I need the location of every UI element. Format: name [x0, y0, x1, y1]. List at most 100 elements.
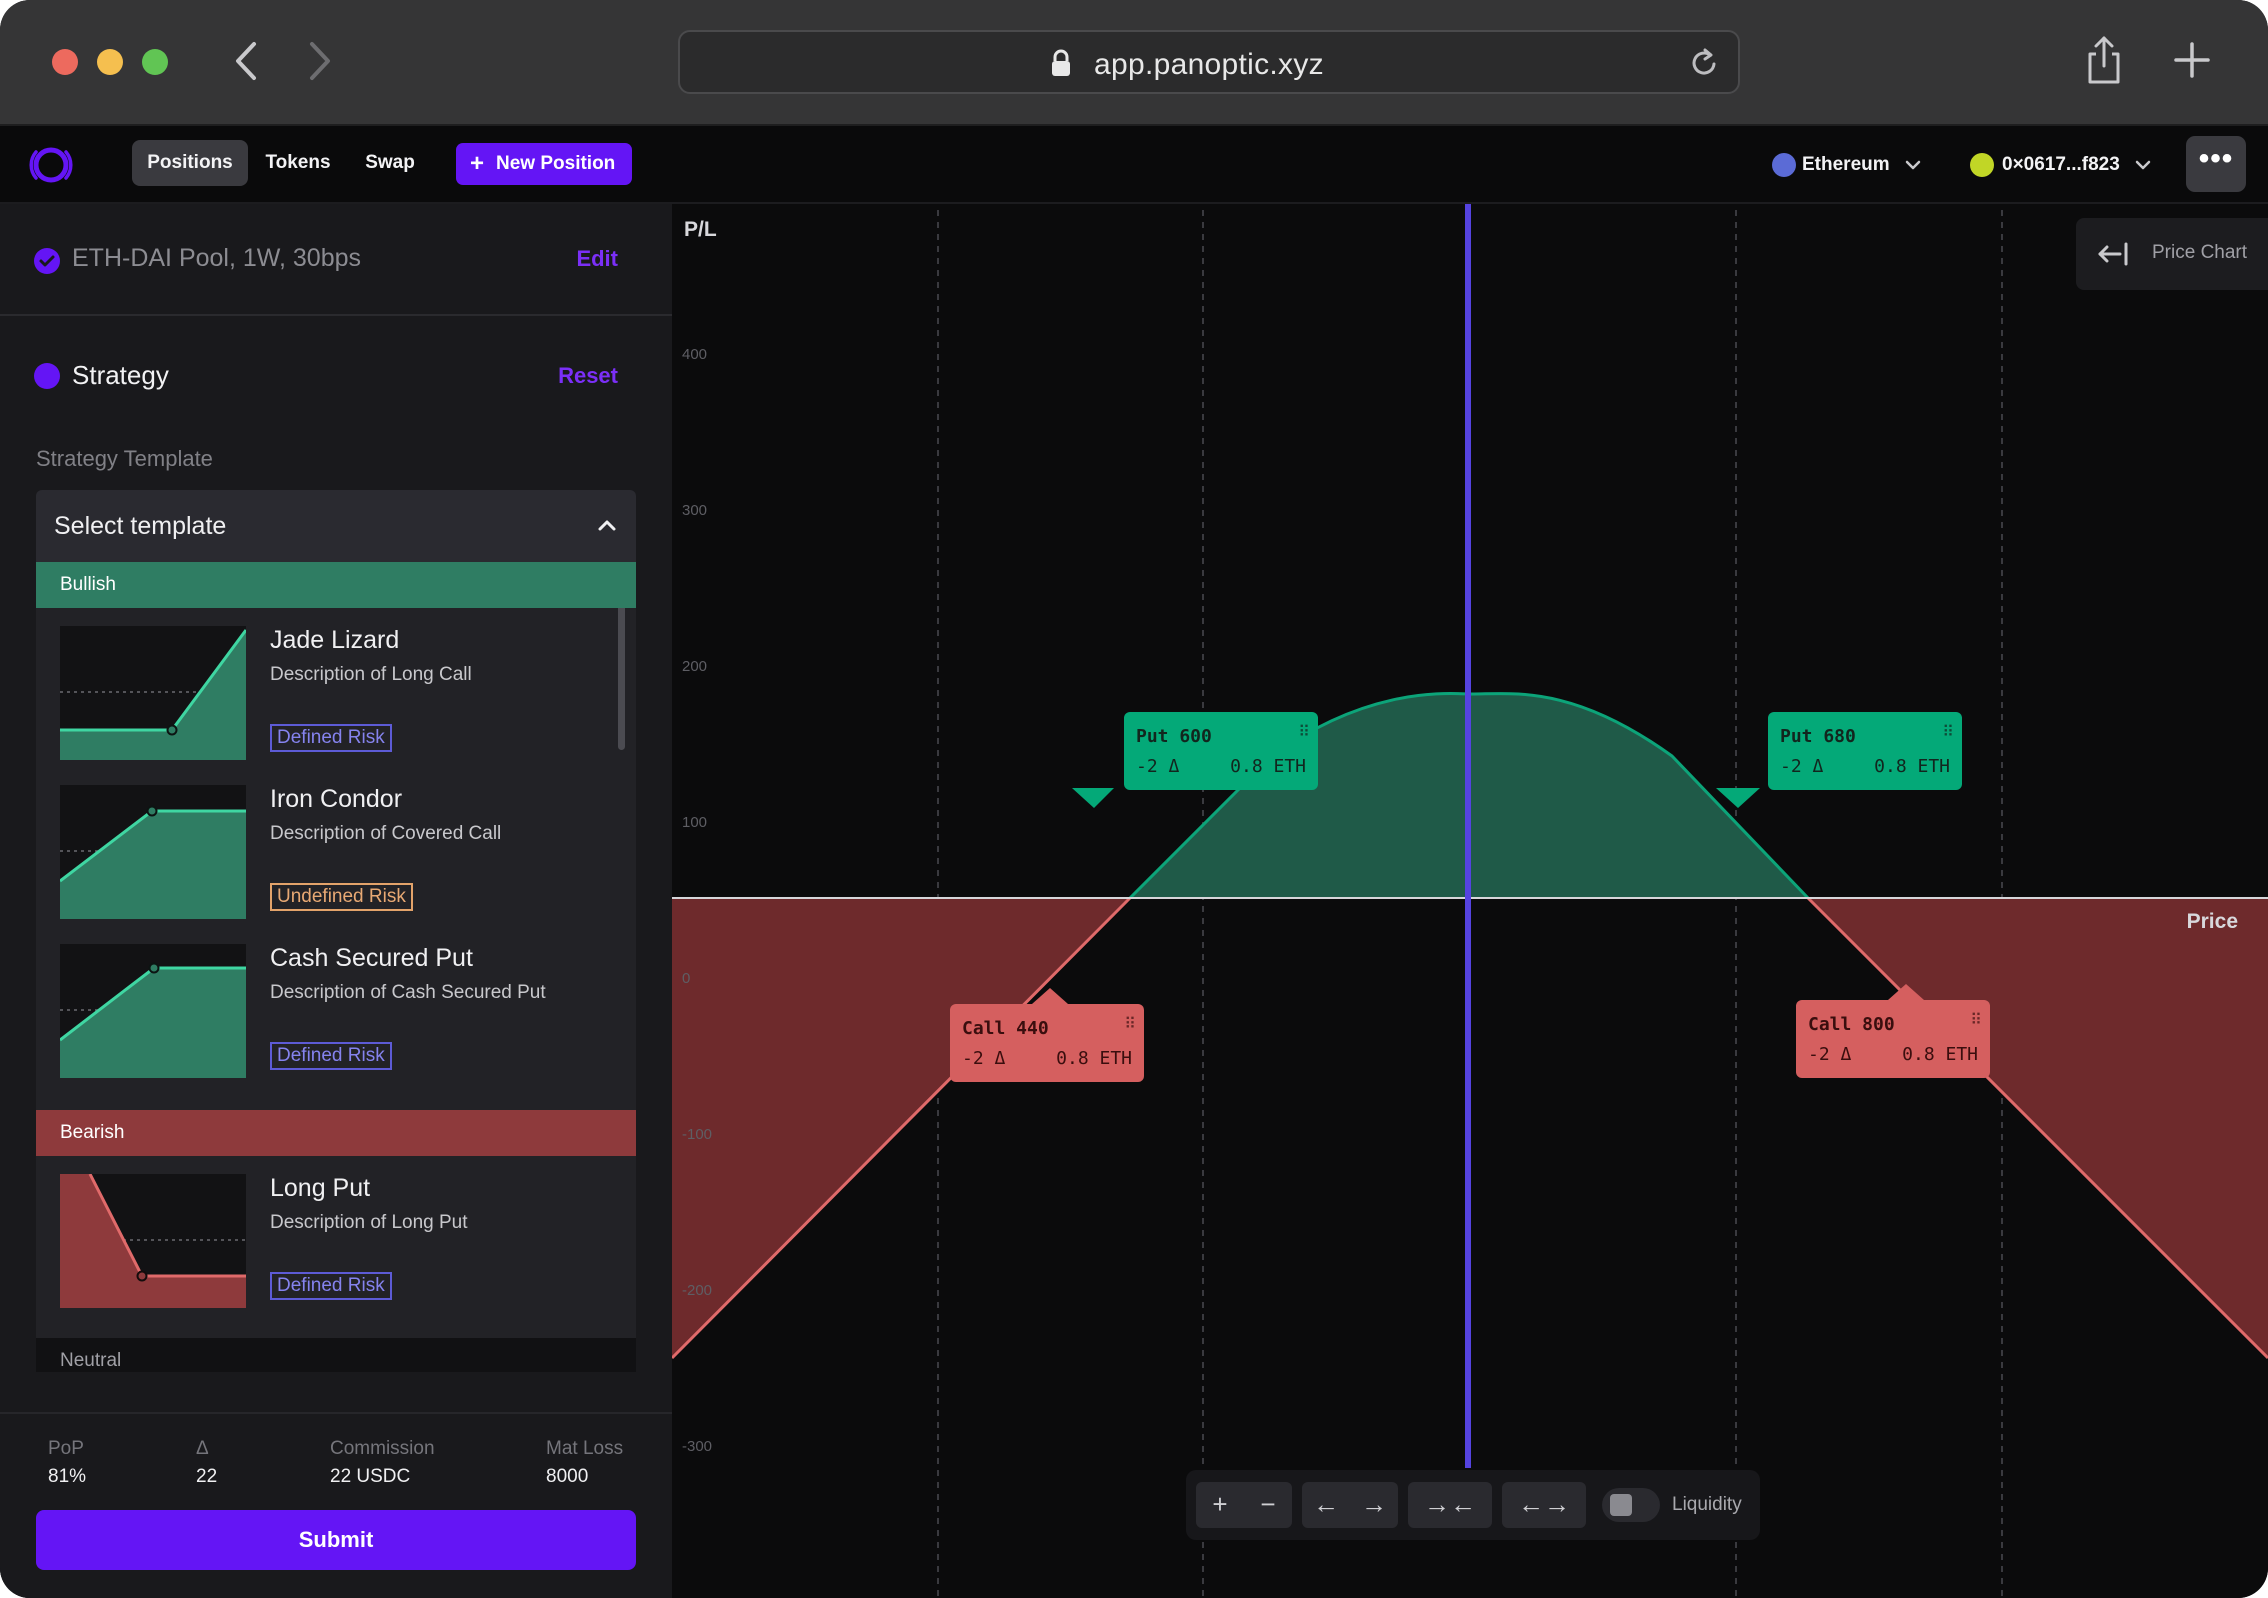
check-icon — [34, 248, 60, 274]
leg-card-call-800[interactable]: Call 800 ⠿ -2 Δ 0.8 ETH — [1796, 1000, 1990, 1078]
wallet-avatar — [1970, 153, 1994, 177]
submit-button[interactable]: Submit — [36, 1510, 636, 1570]
template-item-jade-lizard[interactable]: Jade Lizard Description of Long Call Def… — [36, 618, 636, 760]
drag-handle-icon[interactable]: ⠿ — [1124, 1014, 1136, 1033]
template-title: Cash Secured Put — [270, 944, 473, 972]
y-axis-label: P/L — [684, 218, 717, 241]
leg-card-put-680[interactable]: Put 680 ⠿ -2 Δ 0.8 ETH — [1768, 712, 1962, 790]
template-item-cash-secured-put[interactable]: Cash Secured Put Description of Cash Sec… — [36, 936, 636, 1078]
wallet-selector[interactable]: 0×0617...f823 — [1970, 150, 2151, 180]
leg-pointer — [1072, 788, 1114, 808]
template-description: Description of Long Put — [270, 1212, 468, 1233]
leg-pointer — [1716, 788, 1760, 808]
pan-buttons-group: ← → — [1302, 1482, 1398, 1528]
pan-right-button[interactable]: → — [1361, 1489, 1387, 1519]
leg-card-put-600[interactable]: Put 600 ⠿ -2 Δ 0.8 ETH — [1124, 712, 1318, 790]
leg-pointer — [1032, 988, 1068, 1004]
jade-lizard-payoff-thumbnail — [60, 626, 246, 760]
payoff-line-loss-left — [672, 896, 1132, 1360]
chevron-left-icon[interactable] — [228, 36, 268, 86]
leg-size: 0.8 ETH — [1874, 756, 1950, 777]
y-tick-label: -300 — [682, 1438, 713, 1455]
leg-delta: -2 Δ — [1136, 756, 1180, 777]
pool-name: ETH-DAI Pool, 1W, 30bps — [72, 244, 362, 272]
stat-pop-value: 81% — [48, 1466, 87, 1487]
network-selector[interactable]: Ethereum — [1772, 150, 1921, 180]
pan-left-button[interactable]: ← — [1313, 1489, 1339, 1519]
strategy-step-icon — [34, 363, 60, 389]
y-tick-label: 100 — [682, 814, 708, 831]
leg-size: 0.8 ETH — [1902, 1044, 1978, 1065]
zoom-in-button[interactable]: + — [1212, 1489, 1228, 1519]
leg-size: 0.8 ETH — [1230, 756, 1306, 777]
y-tick-label: -100 — [682, 1126, 713, 1143]
template-title: Long Put — [270, 1174, 371, 1202]
chevron-down-icon — [2135, 160, 2151, 170]
stat-delta-label: Δ — [196, 1438, 209, 1459]
reload-icon[interactable] — [1688, 46, 1720, 80]
leg-card-call-440[interactable]: Call 440 ⠿ -2 Δ 0.8 ETH — [950, 1004, 1144, 1082]
risk-badge: Defined Risk — [270, 724, 392, 752]
template-item-iron-condor[interactable]: Iron Condor Description of Covered Call … — [36, 777, 636, 919]
minimize-window-button[interactable] — [97, 49, 123, 75]
tab-swap[interactable]: Swap — [365, 152, 415, 173]
payoff-chart-svg — [672, 204, 2268, 1598]
panoptic-logo-icon[interactable] — [28, 144, 74, 186]
drag-handle-icon[interactable]: ⠿ — [1298, 722, 1310, 741]
share-icon[interactable] — [2084, 34, 2124, 86]
new-position-button[interactable]: + New Position — [456, 143, 632, 185]
reset-strategy-button[interactable]: Reset — [558, 363, 618, 388]
chevron-right-icon[interactable] — [298, 36, 338, 86]
compress-range-button[interactable]: →← — [1408, 1482, 1492, 1528]
app-header: Positions Tokens Swap + New Position Eth… — [0, 126, 2268, 204]
zoom-window-button[interactable] — [142, 49, 168, 75]
y-tick-label: -200 — [682, 1282, 713, 1299]
y-tick-label: 400 — [682, 346, 708, 363]
wallet-address: 0×0617...f823 — [2002, 154, 2120, 175]
ethereum-icon — [1772, 153, 1796, 177]
leg-name: Put 600 — [1136, 726, 1212, 747]
lock-icon — [1052, 49, 1070, 76]
chart-toolbar: + − ← → →← ←→ Liquidity — [1186, 1470, 1760, 1540]
template-title: Iron Condor — [270, 785, 403, 813]
risk-badge: Undefined Risk — [270, 883, 413, 911]
address-bar[interactable]: app.panoptic.xyz — [678, 30, 1740, 94]
stat-commission-value: 22 USDC — [330, 1466, 411, 1487]
price-chart-button[interactable]: Price Chart — [2076, 218, 2268, 290]
zoom-out-button[interactable]: − — [1260, 1489, 1276, 1519]
template-item-long-put[interactable]: Long Put Description of Long Put Defined… — [36, 1166, 636, 1308]
leg-delta: -2 Δ — [962, 1048, 1006, 1069]
pool-row: ETH-DAI Pool, 1W, 30bps Edit — [0, 204, 672, 316]
drag-handle-icon[interactable]: ⠿ — [1942, 722, 1954, 741]
drag-handle-icon[interactable]: ⠿ — [1970, 1010, 1982, 1029]
template-list: Bullish Jade Lizard Description of Long … — [36, 562, 636, 1372]
tab-tokens[interactable]: Tokens — [265, 152, 331, 173]
ellipsis-icon: ••• — [2198, 142, 2234, 175]
chevron-down-icon — [1905, 160, 1921, 170]
tab-positions[interactable]: Positions — [132, 140, 248, 186]
stat-delta-value: 22 — [196, 1466, 218, 1487]
cash-secured-put-payoff-thumbnail — [60, 944, 246, 1078]
plus-icon[interactable] — [2174, 42, 2210, 78]
stat-commission-label: Commission — [330, 1438, 435, 1459]
select-template-label: Select template — [54, 512, 227, 540]
plus-icon: + — [470, 150, 485, 177]
leg-delta: -2 Δ — [1808, 1044, 1852, 1065]
payoff-chart[interactable]: P/L Price 400 300 200 100 0 -100 -200 -3… — [672, 204, 2268, 1598]
y-tick-label: 0 — [682, 970, 691, 987]
template-description: Description of Cash Secured Put — [270, 982, 546, 1003]
more-options-button[interactable]: ••• — [2186, 136, 2246, 192]
chevron-up-icon — [598, 520, 616, 531]
stat-mat-loss-value: 8000 — [546, 1466, 589, 1487]
risk-badge: Defined Risk — [270, 1272, 392, 1300]
url-text: app.panoptic.xyz — [1094, 48, 1324, 81]
close-window-button[interactable] — [52, 49, 78, 75]
expand-range-button[interactable]: ←→ — [1502, 1482, 1586, 1528]
liquidity-label: Liquidity — [1672, 1494, 1742, 1515]
template-dropdown-toggle[interactable]: Select template — [36, 490, 636, 562]
liquidity-toggle[interactable] — [1602, 1488, 1660, 1522]
edit-pool-button[interactable]: Edit — [576, 246, 618, 271]
template-title: Jade Lizard — [270, 626, 400, 654]
template-list-scrollbar[interactable] — [618, 576, 625, 750]
